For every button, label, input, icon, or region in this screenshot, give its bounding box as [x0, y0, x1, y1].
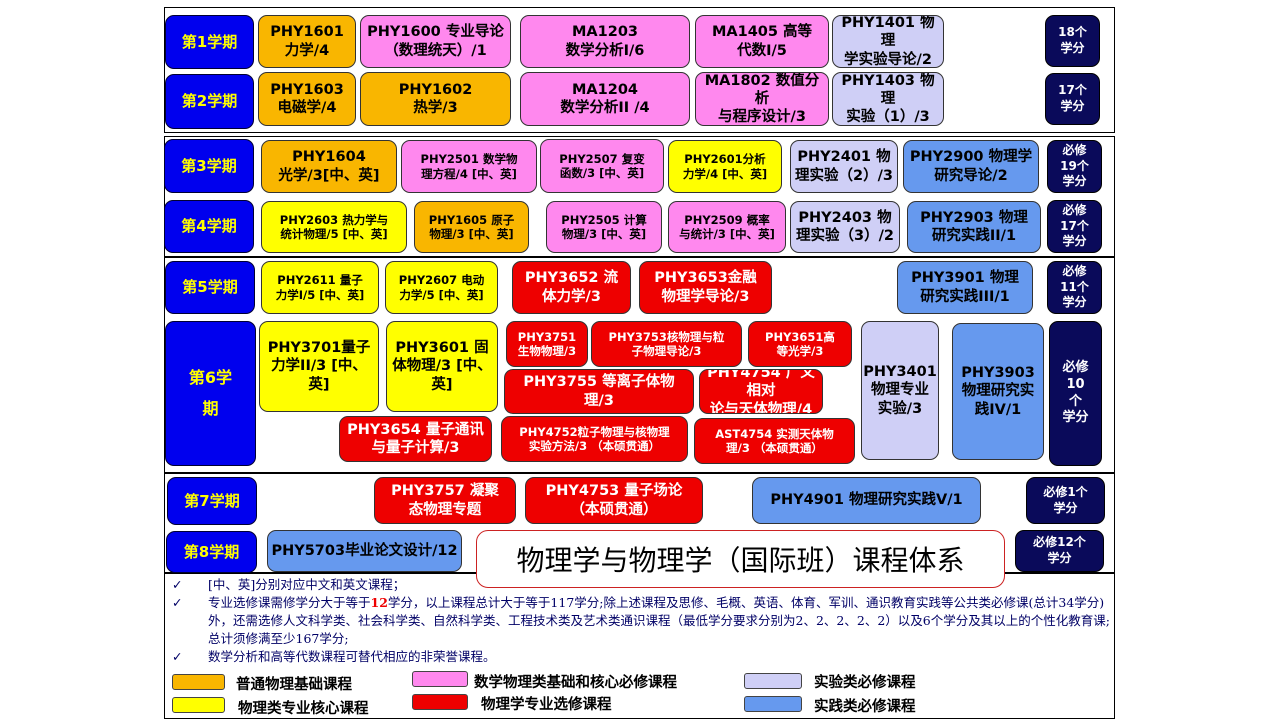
diagram-title: 物理学与物理学（国际班）课程体系 — [476, 530, 1005, 588]
legend-label-yellow: 物理类专业核心课程 — [238, 700, 369, 717]
legend-swatch-red — [412, 694, 468, 710]
course-phy4754: PHY4754 广义相对 论与天体物理/4 — [699, 369, 823, 414]
semester-7-credits: 必修1个 学分 — [1026, 477, 1105, 524]
course-phy1401: PHY1401 物理 学实验导论/2 — [832, 15, 944, 68]
course-phy2903: PHY2903 物理 研究实践II/1 — [907, 201, 1041, 253]
legend-swatch-blue — [744, 696, 802, 712]
course-phy2601: PHY2601分析 力学/4 [中、英] — [668, 140, 782, 193]
course-phy2603: PHY2603 热力学与 统计物理/5 [中、英] — [261, 201, 407, 253]
semester-7-label: 第7学期 — [167, 477, 257, 525]
check-icon: ✓ — [172, 649, 183, 664]
note-3-text: 数学分析和高等代数课程可替代相应的非荣誉课程。 — [208, 649, 496, 664]
course-phy1605: PHY1605 原子 物理/3 [中、英] — [414, 201, 529, 253]
section-notes — [164, 573, 1115, 719]
course-phy1600: PHY1600 专业导论 （数理统天）/1 — [360, 15, 511, 68]
course-phy2900: PHY2900 物理学 研究导论/2 — [903, 140, 1039, 193]
semester-2-label: 第2学期 — [165, 74, 254, 129]
note-3: ✓ 数学分析和高等代数课程可替代相应的非荣誉课程。 — [172, 648, 1112, 666]
course-ma1203: MA1203 数学分析I/6 — [520, 15, 690, 68]
semester-5-label: 第5学期 — [165, 261, 255, 314]
course-phy1601: PHY1601 力学/4 — [258, 15, 356, 68]
course-phy2401: PHY2401 物 理实验（2）/3 — [790, 140, 898, 193]
course-phy4752: PHY4752粒子物理与核物理 实验方法/3 （本硕贯通） — [501, 416, 688, 462]
course-phy3755: PHY3755 等离子体物 理/3 — [504, 369, 694, 414]
course-phy1604: PHY1604 光学/3[中、英] — [261, 140, 397, 193]
notes-block: ✓ [中、英]分别对应中文和英文课程； ✓ 专业选修课需修学分大于等于12学分，… — [172, 576, 1112, 666]
course-phy3751: PHY3751 生物物理/3 — [506, 321, 588, 367]
legend-swatch-lavender — [744, 673, 802, 689]
semester-8-label: 第8学期 — [166, 531, 257, 573]
course-phy3652: PHY3652 流 体力学/3 — [512, 261, 631, 314]
course-phy3757: PHY3757 凝聚 态物理专题 — [374, 477, 516, 524]
legend-label-red: 物理学专业选修课程 — [481, 696, 612, 713]
check-icon: ✓ — [172, 595, 183, 610]
course-phy3401: PHY3401 物理专业 实验/3 — [861, 321, 939, 460]
course-phy2501: PHY2501 数学物 理方程/4 [中、英] — [401, 140, 537, 193]
legend-label-orange: 普通物理基础课程 — [236, 676, 352, 693]
course-phy3753: PHY3753核物理与粒 子物理导论/3 — [591, 321, 742, 367]
course-phy2509: PHY2509 概率 与统计/3 [中、英] — [668, 201, 786, 253]
course-phy4753: PHY4753 量子场论 （本硕贯通） — [525, 477, 703, 524]
semester-3-label: 第3学期 — [164, 139, 254, 193]
legend-label-pink: 数学物理类基础和核心必修课程 — [474, 674, 677, 691]
semester-1-label: 第1学期 — [165, 15, 254, 69]
check-icon: ✓ — [172, 577, 183, 592]
course-ast4754: AST4754 实测天体物 理/3 （本硕贯通） — [694, 418, 855, 464]
course-phy3651: PHY3651高 等光学/3 — [748, 321, 852, 367]
course-ma1204: MA1204 数学分析II /4 — [520, 72, 690, 126]
course-phy2403: PHY2403 物 理实验（3）/2 — [790, 201, 900, 253]
note-2: ✓ 专业选修课需修学分大于等于12学分，以上课程总计大于等于117学分;除上述课… — [172, 594, 1112, 648]
note-1-text: [中、英]分别对应中文和英文课程； — [208, 577, 406, 592]
legend-label-lavender: 实验类必修课程 — [814, 674, 916, 691]
note-2-text: 专业选修课需修学分大于等于12学分，以上课程总计大于等于117学分;除上述课程及… — [208, 594, 1112, 648]
legend-swatch-yellow — [172, 697, 225, 713]
semester-5-credits: 必修 11个 学分 — [1047, 261, 1102, 314]
course-phy1603: PHY1603 电磁学/4 — [258, 72, 356, 126]
semester-6-label: 第6学 期 — [165, 321, 256, 466]
note-2-part-c: 学分，以上课程总计大于等于117学分;除上述课程及思修、毛概、英语、体育、军训、… — [208, 595, 1110, 646]
semester-1-credits: 18个 学分 — [1045, 15, 1100, 67]
semester-3-credits: 必修 19个 学分 — [1047, 140, 1102, 193]
semester-4-credits: 必修 17个 学分 — [1047, 200, 1102, 253]
legend-swatch-pink — [412, 671, 468, 687]
note-2-part-a: 专业选修课需修学分大于等于 — [208, 595, 371, 610]
semester-8-credits: 必修12个 学分 — [1015, 530, 1104, 572]
semester-6-credits: 必修 10 个 学分 — [1049, 321, 1102, 466]
note-2-credit-highlight: 12 — [370, 595, 388, 610]
course-phy5703: PHY5703毕业论文设计/12 — [267, 530, 462, 572]
course-phy3903: PHY3903 物理研究实 践IV/1 — [952, 323, 1044, 460]
course-phy2507: PHY2507 复变 函数/3 [中、英] — [540, 139, 664, 193]
course-phy1602: PHY1602 热学/3 — [360, 72, 511, 126]
course-phy3653: PHY3653金融 物理学导论/3 — [639, 261, 772, 314]
course-ma1405: MA1405 高等 代数I/5 — [695, 15, 829, 68]
course-phy3654: PHY3654 量子通讯 与量子计算/3 — [339, 416, 492, 462]
note-1: ✓ [中、英]分别对应中文和英文课程； — [172, 576, 1112, 594]
semester-4-label: 第4学期 — [164, 200, 254, 253]
legend-swatch-orange — [172, 674, 225, 690]
course-ma1802: MA1802 数值分析 与程序设计/3 — [695, 72, 829, 126]
legend-label-blue: 实践类必修课程 — [814, 698, 916, 715]
course-phy3701: PHY3701量子 力学II/3 [中、英] — [259, 321, 379, 412]
course-phy1403: PHY1403 物理 实验（1）/3 — [832, 72, 944, 126]
course-phy3601: PHY3601 固 体物理/3 [中、 英] — [386, 321, 498, 412]
course-phy2505: PHY2505 计算 物理/3 [中、英] — [546, 201, 662, 253]
course-phy3901: PHY3901 物理 研究实践III/1 — [897, 261, 1033, 314]
course-phy4901: PHY4901 物理研究实践V/1 — [752, 477, 981, 524]
course-phy2607: PHY2607 电动 力学/5 [中、英] — [385, 261, 498, 314]
semester-2-credits: 17个 学分 — [1045, 73, 1100, 125]
course-phy2611: PHY2611 量子 力学I/5 [中、英] — [261, 261, 379, 314]
